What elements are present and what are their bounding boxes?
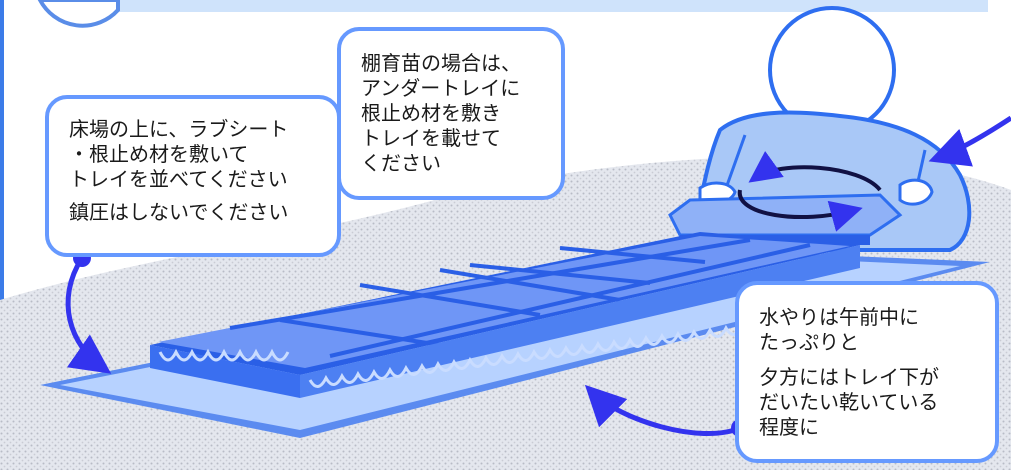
shake-arrow-lower xyxy=(737,189,863,232)
shake-arrow-upper xyxy=(748,151,882,192)
tray-divider xyxy=(559,246,706,264)
callout-line: 棚育苗の場合は、 xyxy=(361,51,521,75)
callout-line: たっぷりと xyxy=(759,330,859,354)
tray-divider xyxy=(229,238,751,330)
callout-line: 水やりは午前中に xyxy=(759,305,919,329)
callout-line: 根止め材を敷き xyxy=(361,101,501,125)
header-band xyxy=(118,0,988,12)
pointer-arrow-water xyxy=(584,384,741,437)
shake-motion xyxy=(737,151,882,232)
tray-top xyxy=(158,236,850,368)
pointer-arrow-seedbed xyxy=(65,256,112,374)
callout-line: 程度に xyxy=(759,415,819,439)
main-tray xyxy=(150,232,860,398)
callout-line: ください xyxy=(361,151,441,175)
tray-divider xyxy=(359,283,541,317)
step-circle xyxy=(37,0,120,28)
callout-line: 夕方にはトレイ下が xyxy=(759,365,939,389)
tray-side xyxy=(300,245,860,398)
tray-cells-front xyxy=(158,348,290,362)
callout-line: トレイを並べてください xyxy=(69,167,288,191)
callout-line: トレイを載せて xyxy=(361,126,501,150)
callout-line: だいたい乾いている xyxy=(759,390,939,414)
person-hand-right xyxy=(898,178,934,206)
callout-shelf: 棚育苗の場合は、 アンダートレイに 根止め材を敷き トレイを載せて ください xyxy=(337,27,565,200)
tray-divider xyxy=(279,318,441,347)
seedbed-note: 鎮圧はしないでください xyxy=(69,200,289,224)
watering-instructions: 水やりは午前中に たっぷりと xyxy=(759,305,985,355)
callout-seedbed: 床場の上に、ラブシート ・根止め材を敷いて トレイを並べてください 鎮圧はしない… xyxy=(45,95,341,257)
tray-divider xyxy=(439,268,621,302)
callout-watering: 水やりは午前中に たっぷりと 夕方にはトレイ下が だいたい乾いている 程度に xyxy=(735,281,999,463)
pointer-arrow-person xyxy=(928,115,1011,167)
tray-divider xyxy=(469,263,651,285)
callout-line: 床場の上に、ラブシート xyxy=(69,117,289,141)
seedbed-instructions: 床場の上に、ラブシート ・根止め材を敷いて トレイを並べてください xyxy=(69,117,327,192)
watering-note: 夕方にはトレイ下が だいたい乾いている 程度に xyxy=(759,365,985,440)
callout-line: アンダートレイに xyxy=(361,76,521,100)
tray-divider xyxy=(329,243,811,358)
callout-line: ・根止め材を敷いて xyxy=(69,142,249,166)
